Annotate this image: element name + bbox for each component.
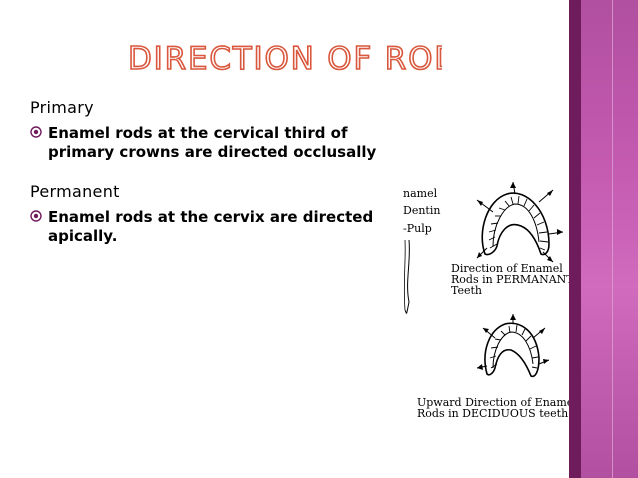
side-strip-line bbox=[612, 0, 613, 478]
side-strip bbox=[581, 0, 638, 478]
section-heading-permanent: Permanent bbox=[30, 182, 120, 201]
side-strip-dark bbox=[569, 0, 581, 478]
caption-deciduous-line-2: Rods in DECIDUOUS teeth bbox=[417, 407, 568, 420]
deciduous-tooth-drawing bbox=[476, 314, 550, 378]
caption-permanent-line-3: Teeth bbox=[451, 284, 482, 297]
slide-title-text: DIRECTION OF RODS bbox=[128, 41, 442, 76]
section-heading-primary: Primary bbox=[30, 98, 94, 117]
caption-permanent-line-1: Direction of Enamel bbox=[451, 262, 563, 275]
caption-permanent-line-2: Rods in PERMANANT bbox=[451, 273, 569, 286]
label-enamel: namel bbox=[403, 187, 438, 200]
slide-title: DIRECTION OF RODS bbox=[127, 40, 442, 76]
bullet-permanent: Enamel rods at the cervix are directed a… bbox=[30, 208, 390, 246]
label-pulp: -Pulp bbox=[403, 222, 432, 235]
label-dentin: Dentin bbox=[403, 204, 440, 217]
circle-bullet-icon bbox=[30, 126, 42, 138]
bullet-primary: Enamel rods at the cervical third of pri… bbox=[30, 124, 390, 162]
permanent-tooth-drawing bbox=[476, 182, 564, 263]
tooth-diagram: namel Dentin -Pulp bbox=[403, 182, 569, 420]
tooth-diagram-figure: namel Dentin -Pulp bbox=[403, 182, 569, 422]
bullet-primary-text: Enamel rods at the cervical third of pri… bbox=[48, 124, 377, 161]
slide-content: Primary Enamel rods at the cervical thir… bbox=[30, 98, 390, 246]
circle-bullet-icon bbox=[30, 210, 42, 222]
bullet-permanent-text: Enamel rods at the cervix are directed a… bbox=[48, 208, 374, 245]
caption-deciduous-line-1: Upward Direction of Enamel bbox=[417, 396, 569, 409]
